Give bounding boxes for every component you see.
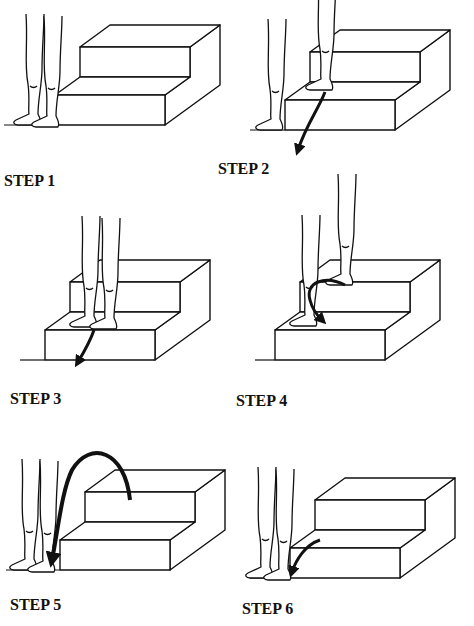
- step-label: STEP 1: [4, 172, 55, 190]
- step-label: STEP 6: [242, 600, 293, 618]
- step-label: STEP 4: [236, 392, 287, 410]
- step-label: STEP 3: [10, 390, 61, 408]
- step-label: STEP 2: [218, 160, 269, 178]
- step-label: STEP 5: [10, 596, 61, 614]
